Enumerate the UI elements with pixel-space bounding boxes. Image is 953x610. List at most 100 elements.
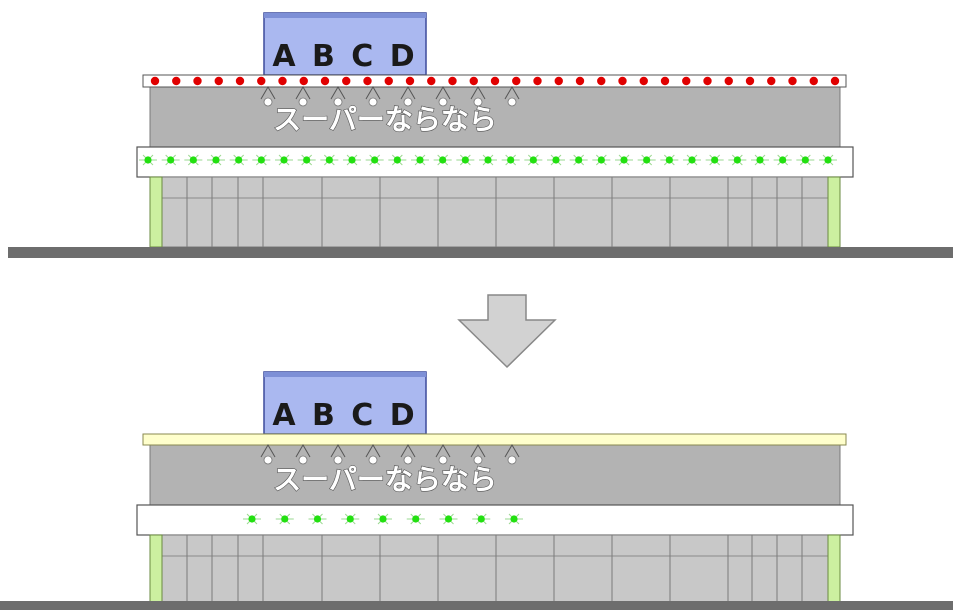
roof-light-icon <box>660 76 670 86</box>
canopy-light-icon <box>751 154 769 166</box>
roof-light-icon <box>320 76 330 86</box>
canopy-light-icon <box>456 154 475 166</box>
canopy-light-icon <box>411 154 429 166</box>
before-storefront: A B C D スーパーならなら <box>8 12 953 258</box>
before-canopy <box>136 146 854 178</box>
canopy-light-icon <box>683 154 701 166</box>
before-sign-top-edge <box>264 13 426 18</box>
roof-light-icon <box>788 76 797 86</box>
roof-light-icon <box>682 76 691 86</box>
spot-lamp-icon <box>435 444 451 465</box>
spot-lamp-icon <box>330 444 346 465</box>
canopy-light-icon <box>728 154 747 166</box>
canopy-light-icon <box>592 154 611 166</box>
canopy-light-icon <box>773 154 792 166</box>
before-left-pillar <box>149 176 163 248</box>
canopy-light-icon <box>365 154 384 166</box>
roof-light-icon <box>299 76 308 86</box>
after-roof-strip <box>142 433 847 446</box>
canopy-light-icon <box>320 154 339 166</box>
before-right-pillar <box>827 176 841 248</box>
canopy-light-icon <box>472 513 491 525</box>
spot-lamp-icon <box>365 86 381 107</box>
roof-light-icon <box>575 76 585 86</box>
roof-light-icon <box>533 76 542 86</box>
canopy-light-icon <box>161 154 180 166</box>
spot-lamp-icon <box>260 444 276 465</box>
after-store-name: スーパーならなら <box>273 463 497 496</box>
canopy-light-icon <box>275 513 294 525</box>
roof-light-icon <box>767 76 776 86</box>
canopy-light-icon <box>184 154 203 166</box>
canopy-light-icon <box>705 154 724 166</box>
canopy-light-icon <box>524 154 543 166</box>
roof-light-icon <box>342 76 351 86</box>
spot-lamp-icon <box>295 444 311 465</box>
canopy-light-icon <box>388 154 407 166</box>
spot-lamp-icon <box>400 86 416 107</box>
after-sign-panel <box>263 371 427 435</box>
roof-light-icon <box>830 76 840 86</box>
canopy-light-icon <box>243 513 261 525</box>
roof-light-icon <box>193 76 202 86</box>
before-roof-lights <box>150 76 840 86</box>
canopy-light-icon <box>660 154 679 166</box>
after-ground <box>0 601 953 610</box>
canopy-light-icon <box>796 154 815 166</box>
canopy-light-icon <box>569 154 588 166</box>
canopy-light-icon <box>501 154 520 166</box>
roof-light-icon <box>554 76 563 86</box>
before-store-name: スーパーならなら <box>273 103 497 136</box>
canopy-light-icon <box>308 513 327 525</box>
before-facade <box>149 85 841 151</box>
after-canopy-lights <box>243 513 523 525</box>
canopy-light-icon <box>297 154 316 166</box>
canopy-light-icon <box>341 513 360 525</box>
spot-lamp-icon <box>400 444 416 465</box>
before-canopy-lights <box>139 154 837 166</box>
spot-lamp-icon <box>295 86 311 107</box>
spot-lamp-icon <box>330 86 346 107</box>
canopy-light-icon <box>637 154 656 166</box>
canopy-light-icon <box>343 154 361 166</box>
roof-light-icon <box>150 76 160 86</box>
before-sign-panel <box>263 12 427 76</box>
after-sign-text: A B C D <box>272 398 417 433</box>
spot-lamp-icon <box>504 444 520 465</box>
before-storefront-windows <box>149 176 841 248</box>
roof-light-icon <box>703 76 712 86</box>
spot-lamp-icon <box>470 444 486 465</box>
canopy-light-icon <box>139 154 157 166</box>
roof-light-icon <box>618 76 627 86</box>
after-right-pillar <box>827 534 841 603</box>
roof-light-icon <box>405 76 415 86</box>
spot-lamp-icon <box>435 86 451 107</box>
before-sign-text: A B C D <box>272 39 417 74</box>
canopy-light-icon <box>547 154 565 166</box>
roof-light-icon <box>384 76 393 86</box>
canopy-light-icon <box>433 154 452 166</box>
spot-lamp-icon <box>260 86 276 107</box>
after-facade <box>149 443 841 509</box>
after-hanging-lamps <box>260 444 520 465</box>
roof-light-icon <box>427 76 436 86</box>
roof-light-icon <box>745 76 755 86</box>
canopy-light-icon <box>479 154 497 166</box>
roof-light-icon <box>490 76 500 86</box>
canopy-light-icon <box>275 154 293 166</box>
roof-light-icon <box>597 76 606 86</box>
canopy-light-icon <box>207 154 225 166</box>
roof-light-icon <box>172 76 181 86</box>
roof-light-icon <box>809 76 818 86</box>
spot-lamp-icon <box>470 86 486 107</box>
roof-light-icon <box>512 76 521 86</box>
canopy-light-icon <box>439 513 458 525</box>
roof-light-icon <box>448 76 457 86</box>
spot-lamp-icon <box>365 444 381 465</box>
after-left-pillar <box>149 534 163 603</box>
roof-light-icon <box>724 76 733 86</box>
after-storefront: A B C D スーパーならなら <box>0 371 953 610</box>
canopy-light-icon <box>505 513 523 525</box>
